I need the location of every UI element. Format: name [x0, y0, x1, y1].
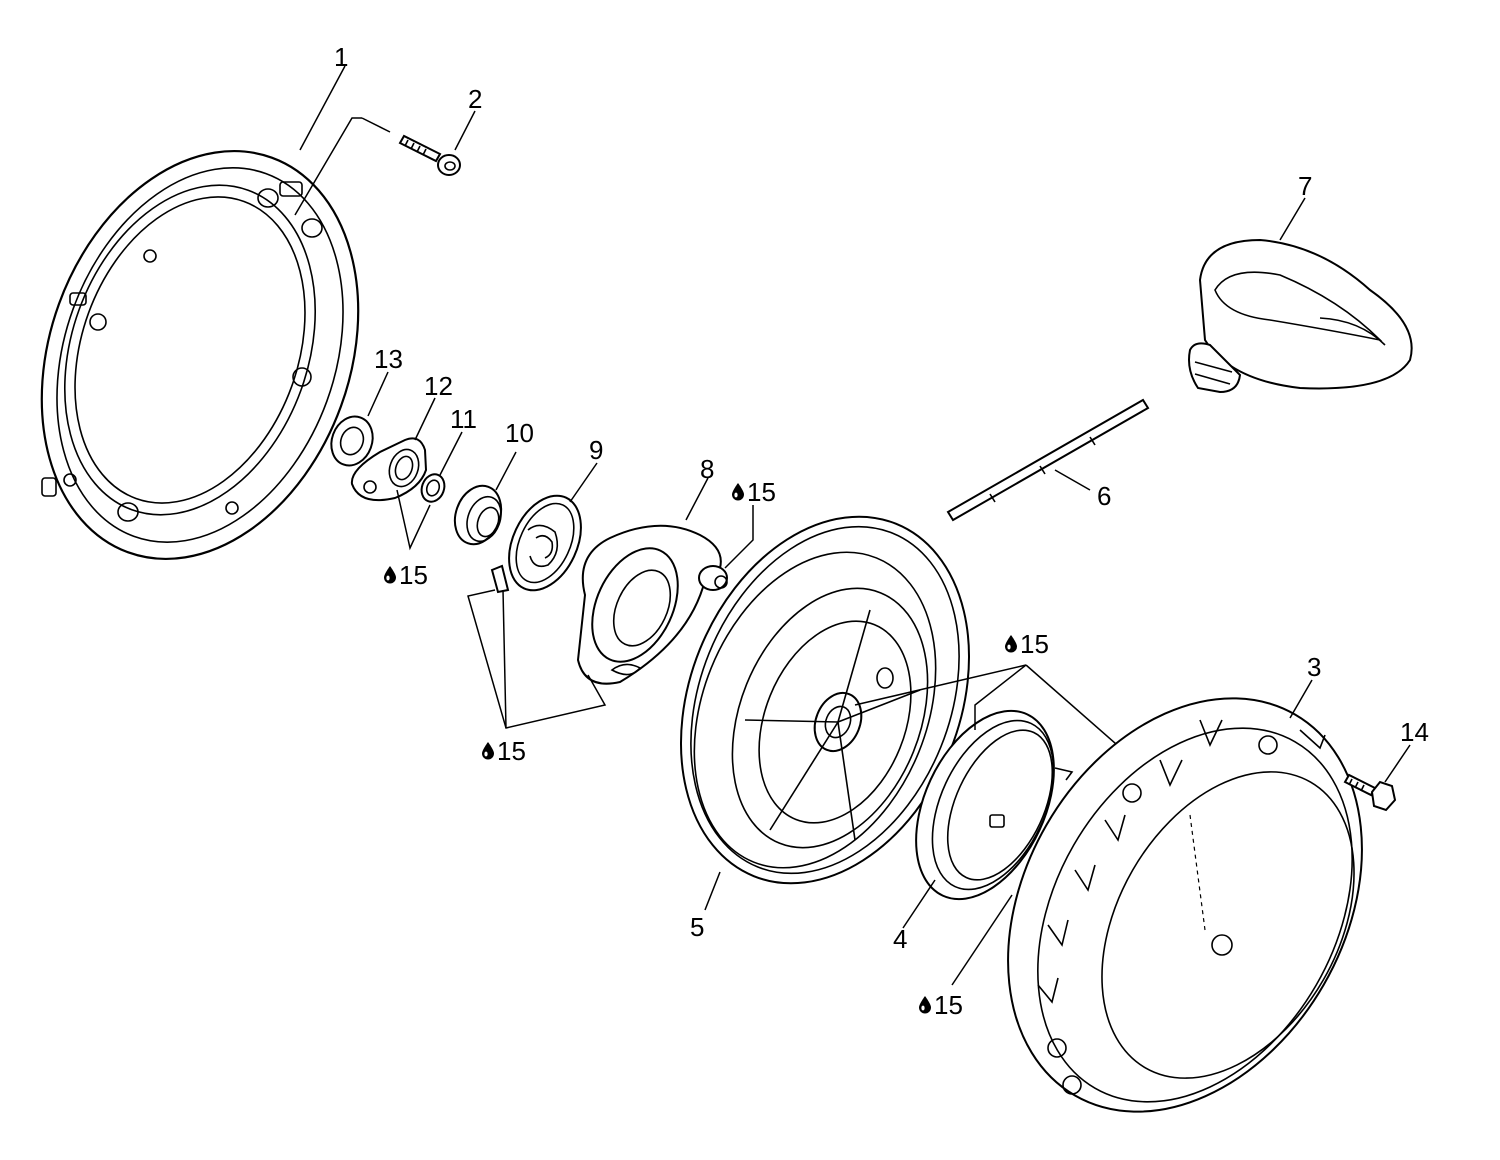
part-1-housing-ring: [40, 150, 360, 560]
leader-oil-a: [396, 489, 431, 551]
leader-12: [414, 397, 436, 441]
leader-9: [569, 462, 598, 503]
label-part-9: 9: [589, 435, 604, 465]
leader-oil-b: [724, 505, 754, 569]
leader-oil-c2: [502, 589, 507, 729]
oil-callout-c: 15: [481, 738, 526, 764]
leader-4: [902, 879, 936, 929]
oil-callout-d: 15: [918, 992, 963, 1018]
leader-14: [1384, 744, 1411, 783]
label-part-14: 14: [1400, 717, 1429, 747]
part-12-plate: [350, 437, 428, 502]
part-2-screw: [398, 134, 461, 176]
oil-callout-a: 15: [383, 562, 428, 588]
oil-callout-c-number: 15: [497, 736, 526, 766]
leader-8: [685, 477, 709, 521]
oil-callout-e: 15: [1004, 631, 1049, 657]
label-part-7: 7: [1298, 171, 1313, 201]
axis-dashed: [1189, 814, 1206, 931]
part-8-ratchet: [576, 524, 728, 685]
leader-2-axis: [294, 117, 362, 216]
label-part-11: 11: [450, 404, 477, 434]
part-4-spring-cassette: [915, 709, 1074, 901]
label-part-6: 6: [1097, 481, 1112, 511]
part-10-bushing: [453, 484, 503, 546]
leader-5: [704, 871, 721, 911]
leader-oil-e1: [974, 664, 1027, 730]
part-3-cover: [1007, 697, 1363, 1113]
part-6-rope: [946, 398, 1150, 522]
label-part-3: 3: [1307, 652, 1322, 682]
oil-drop-icon: [482, 742, 494, 760]
leader-3: [1289, 679, 1313, 719]
oil-drop-icon: [384, 566, 396, 584]
leader-1: [299, 65, 346, 151]
oil-callout-b: 15: [731, 479, 776, 505]
label-part-5: 5: [690, 912, 705, 942]
part-11-washer: [420, 473, 446, 503]
leader-oil-d: [951, 894, 1013, 986]
oil-callout-e-number: 15: [1020, 629, 1049, 659]
leader-7: [1279, 197, 1306, 241]
leader-10: [495, 451, 517, 491]
oil-callout-d-number: 15: [934, 990, 963, 1020]
part-14-bolt: [1343, 773, 1397, 812]
leader-2: [454, 110, 476, 151]
label-part-10: 10: [505, 418, 534, 448]
label-part-12: 12: [424, 371, 453, 401]
label-part-2: 2: [468, 84, 483, 114]
label-part-1: 1: [334, 42, 349, 72]
label-part-4: 4: [893, 924, 908, 954]
leader-13: [367, 371, 389, 417]
label-part-13: 13: [374, 344, 403, 374]
oil-callout-b-number: 15: [747, 477, 776, 507]
label-part-8: 8: [700, 454, 715, 484]
part-13-nut: [330, 415, 374, 467]
part-5-pulley: [680, 515, 970, 885]
leader-6: [1054, 469, 1091, 491]
part-7-handle: [1188, 238, 1413, 394]
oil-callout-a-number: 15: [399, 560, 428, 590]
oil-drop-icon: [919, 996, 931, 1014]
leader-11: [439, 431, 463, 476]
oil-drop-icon: [1005, 635, 1017, 653]
oil-drop-icon: [732, 483, 744, 501]
part-9-spring: [490, 494, 582, 594]
leader-oil-e2: [854, 664, 1027, 706]
leader-2-axis-b: [361, 117, 391, 133]
